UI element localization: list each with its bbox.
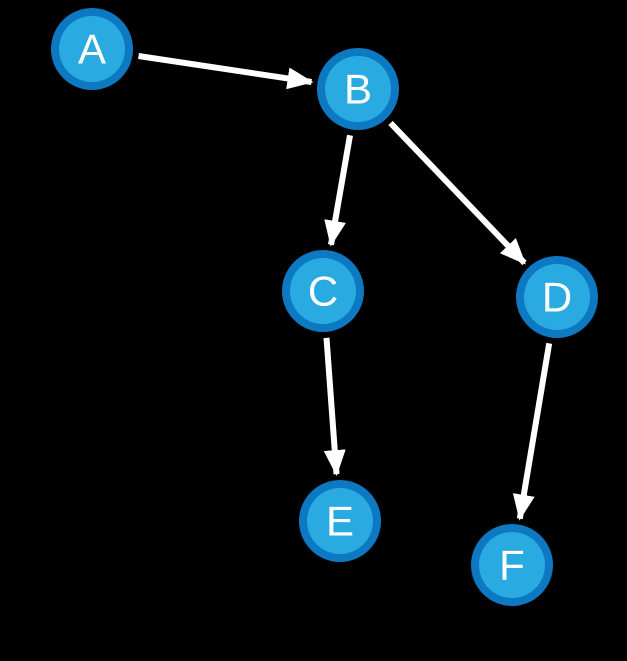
node-F[interactable]: F <box>471 524 553 606</box>
node-inner-circle <box>59 16 125 82</box>
node-inner-circle <box>479 532 545 598</box>
node-inner-circle <box>524 264 590 330</box>
edge-C-E <box>323 337 346 477</box>
edge-D-F <box>512 342 553 521</box>
node-D[interactable]: D <box>516 256 598 338</box>
node-inner-circle <box>307 488 373 554</box>
edge-B-C <box>324 134 353 247</box>
node-E[interactable]: E <box>299 480 381 562</box>
node-inner-circle <box>325 56 391 122</box>
node-A[interactable]: A <box>51 8 133 90</box>
node-B[interactable]: B <box>317 48 399 130</box>
node-C[interactable]: C <box>282 250 364 332</box>
edge-A-B <box>138 53 314 90</box>
node-inner-circle <box>290 258 356 324</box>
edge-B-D <box>388 120 527 266</box>
edges-layer <box>138 53 553 521</box>
nodes-layer: A B C D E F <box>51 8 598 606</box>
